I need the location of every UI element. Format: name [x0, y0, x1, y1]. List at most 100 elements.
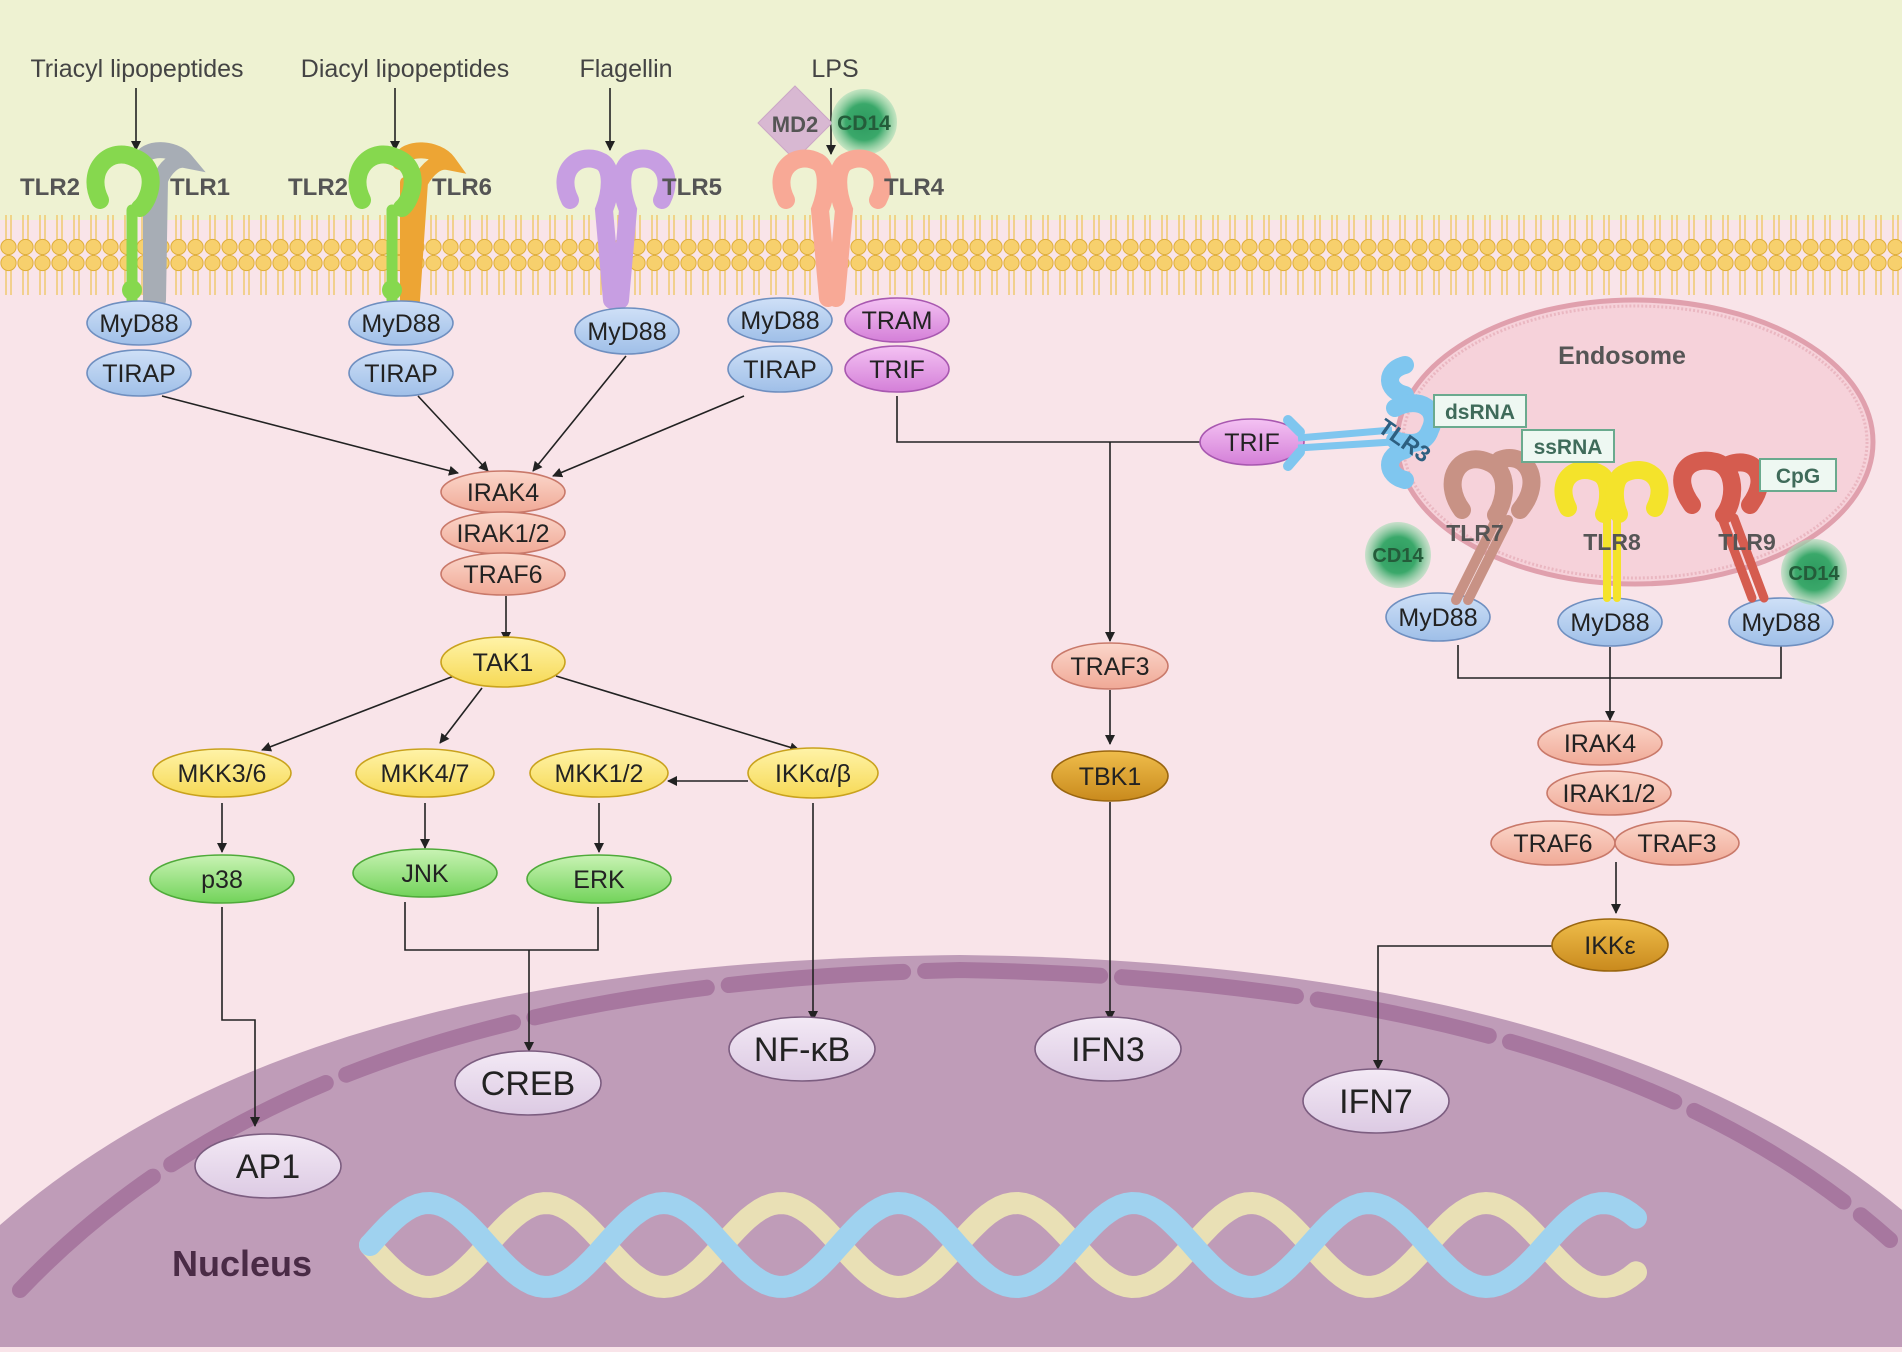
myd88-4-oval: [727, 297, 833, 343]
tlr5-label: TLR5: [662, 174, 722, 201]
mkk12-label: MKK1/2: [555, 760, 644, 788]
nfkb-oval: [728, 1016, 876, 1082]
ap1-node: AP1: [194, 1133, 342, 1199]
tirap-4-label: TIRAP: [743, 356, 817, 384]
dsrna-label: dsRNA: [1445, 401, 1515, 424]
traf3-node: TRAF3: [1051, 642, 1169, 690]
cd14-lps: CD14: [831, 89, 897, 155]
md2-diamond: MD2: [757, 85, 833, 161]
tirap-2-node: TIRAP: [348, 349, 454, 397]
ifn7-oval: [1302, 1068, 1450, 1134]
myd88-1-oval: [86, 300, 192, 346]
tak1-oval: [440, 636, 566, 688]
tlr4-receptor-icon: [772, 149, 892, 307]
ap1-label: AP1: [236, 1148, 300, 1186]
trif-3-oval: [1199, 418, 1305, 466]
creb-node: CREB: [454, 1050, 602, 1116]
tlr7-label: TLR7: [1446, 520, 1504, 546]
mkk36-oval: [152, 748, 292, 798]
mkk36-label: MKK3/6: [178, 760, 267, 788]
jnk-label: JNK: [401, 860, 449, 888]
ligand-diacyl-label: Diacyl lipopeptides: [301, 55, 509, 83]
traf6-node: TRAF6: [440, 552, 566, 596]
ligand-lps-label: LPS: [811, 55, 858, 83]
jnk-node: JNK: [352, 848, 498, 898]
irak12-r-node: IRAK1/2: [1546, 770, 1672, 816]
tlr8-label: TLR8: [1583, 529, 1641, 555]
irak4-r-node: IRAK4: [1537, 720, 1663, 766]
jnk-oval: [352, 848, 498, 898]
tlr3-receptor-icon: TLR3: [1283, 356, 1442, 489]
tirap-4-node: TIRAP: [727, 345, 833, 393]
tlr2-receptor-2-icon: [348, 145, 422, 306]
ifn3-oval: [1034, 1016, 1182, 1082]
mkk12-oval: [529, 748, 669, 798]
nfkb-node: NF-κB: [728, 1016, 876, 1082]
traf6-r-label: TRAF6: [1513, 830, 1592, 858]
mkk47-node: MKK4/7: [355, 748, 495, 798]
nfkb-label: NF-κB: [754, 1031, 850, 1069]
traf6-label: TRAF6: [463, 561, 542, 589]
myd88-9-node: MyD88: [1728, 597, 1834, 647]
ikkab-label: IKKα/β: [775, 760, 851, 788]
tram-node: TRAM: [844, 297, 950, 343]
erk-oval: [526, 854, 672, 904]
tlr2-label: TLR2: [20, 174, 80, 201]
tlr4-label: TLR4: [884, 174, 945, 201]
myd88-7-oval: [1385, 592, 1491, 642]
tirap-4-oval: [727, 345, 833, 393]
traf3-r-oval: [1614, 820, 1740, 866]
irak12-r-oval: [1546, 770, 1672, 816]
cd14-endosome-left: CD14: [1365, 522, 1431, 588]
cd14-right-label: CD14: [1788, 563, 1840, 585]
creb-label: CREB: [481, 1065, 575, 1103]
trif-4-oval: [844, 345, 950, 393]
myd88-3-label: MyD88: [587, 318, 666, 346]
myd88-7-label: MyD88: [1398, 604, 1477, 632]
tirap-1-label: TIRAP: [102, 360, 176, 388]
tbk1-label: TBK1: [1079, 763, 1142, 791]
trif-3-node: TRIF: [1199, 418, 1305, 466]
plasma-membrane: [0, 212, 1902, 298]
myd88-1-node: MyD88: [86, 300, 192, 346]
dna-helix-icon: [359, 1191, 1647, 1299]
erk-node: ERK: [526, 854, 672, 904]
ifn7-label: IFN7: [1339, 1083, 1413, 1121]
p38-label: p38: [201, 866, 243, 894]
tlr5-receptor-icon: [556, 149, 676, 309]
irak4-label: IRAK4: [467, 479, 539, 507]
myd88-3-oval: [574, 307, 680, 355]
ssrna-label: ssRNA: [1534, 436, 1603, 459]
ikke-oval: [1551, 918, 1669, 972]
ifn3-label: IFN3: [1071, 1031, 1145, 1069]
md2-label: MD2: [772, 112, 818, 137]
cd14-label: CD14: [837, 112, 891, 135]
trif-4-node: TRIF: [844, 345, 950, 393]
ikke-label: IKKε: [1584, 932, 1635, 960]
myd88-2-node: MyD88: [348, 300, 454, 346]
traf6-r-node: TRAF6: [1490, 820, 1616, 866]
ligand-flagellin-label: Flagellin: [579, 55, 672, 83]
tak1-label: TAK1: [473, 649, 534, 677]
tram-oval: [844, 297, 950, 343]
mkk47-oval: [355, 748, 495, 798]
tirap-2-oval: [348, 349, 454, 397]
myd88-7-node: MyD88: [1385, 592, 1491, 642]
irak12-node: IRAK1/2: [440, 511, 566, 555]
mkk47-label: MKK4/7: [381, 760, 470, 788]
myd88-4-node: MyD88: [727, 297, 833, 343]
ikke-node: IKKε: [1551, 918, 1669, 972]
mkk12-node: MKK1/2: [529, 748, 669, 798]
ikkab-oval: [747, 747, 879, 799]
myd88-3-node: MyD88: [574, 307, 680, 355]
nucleus-label: Nucleus: [172, 1243, 312, 1284]
cd14-left-label: CD14: [1372, 545, 1424, 567]
tirap-1-oval: [86, 349, 192, 397]
ifn7-node: IFN7: [1302, 1068, 1450, 1134]
p38-oval: [149, 854, 295, 904]
tbk1-node: TBK1: [1051, 750, 1169, 802]
trif-4-label: TRIF: [869, 356, 925, 384]
trif-3-label: TRIF: [1224, 429, 1280, 457]
tlr2-label-2: TLR2: [288, 174, 348, 201]
